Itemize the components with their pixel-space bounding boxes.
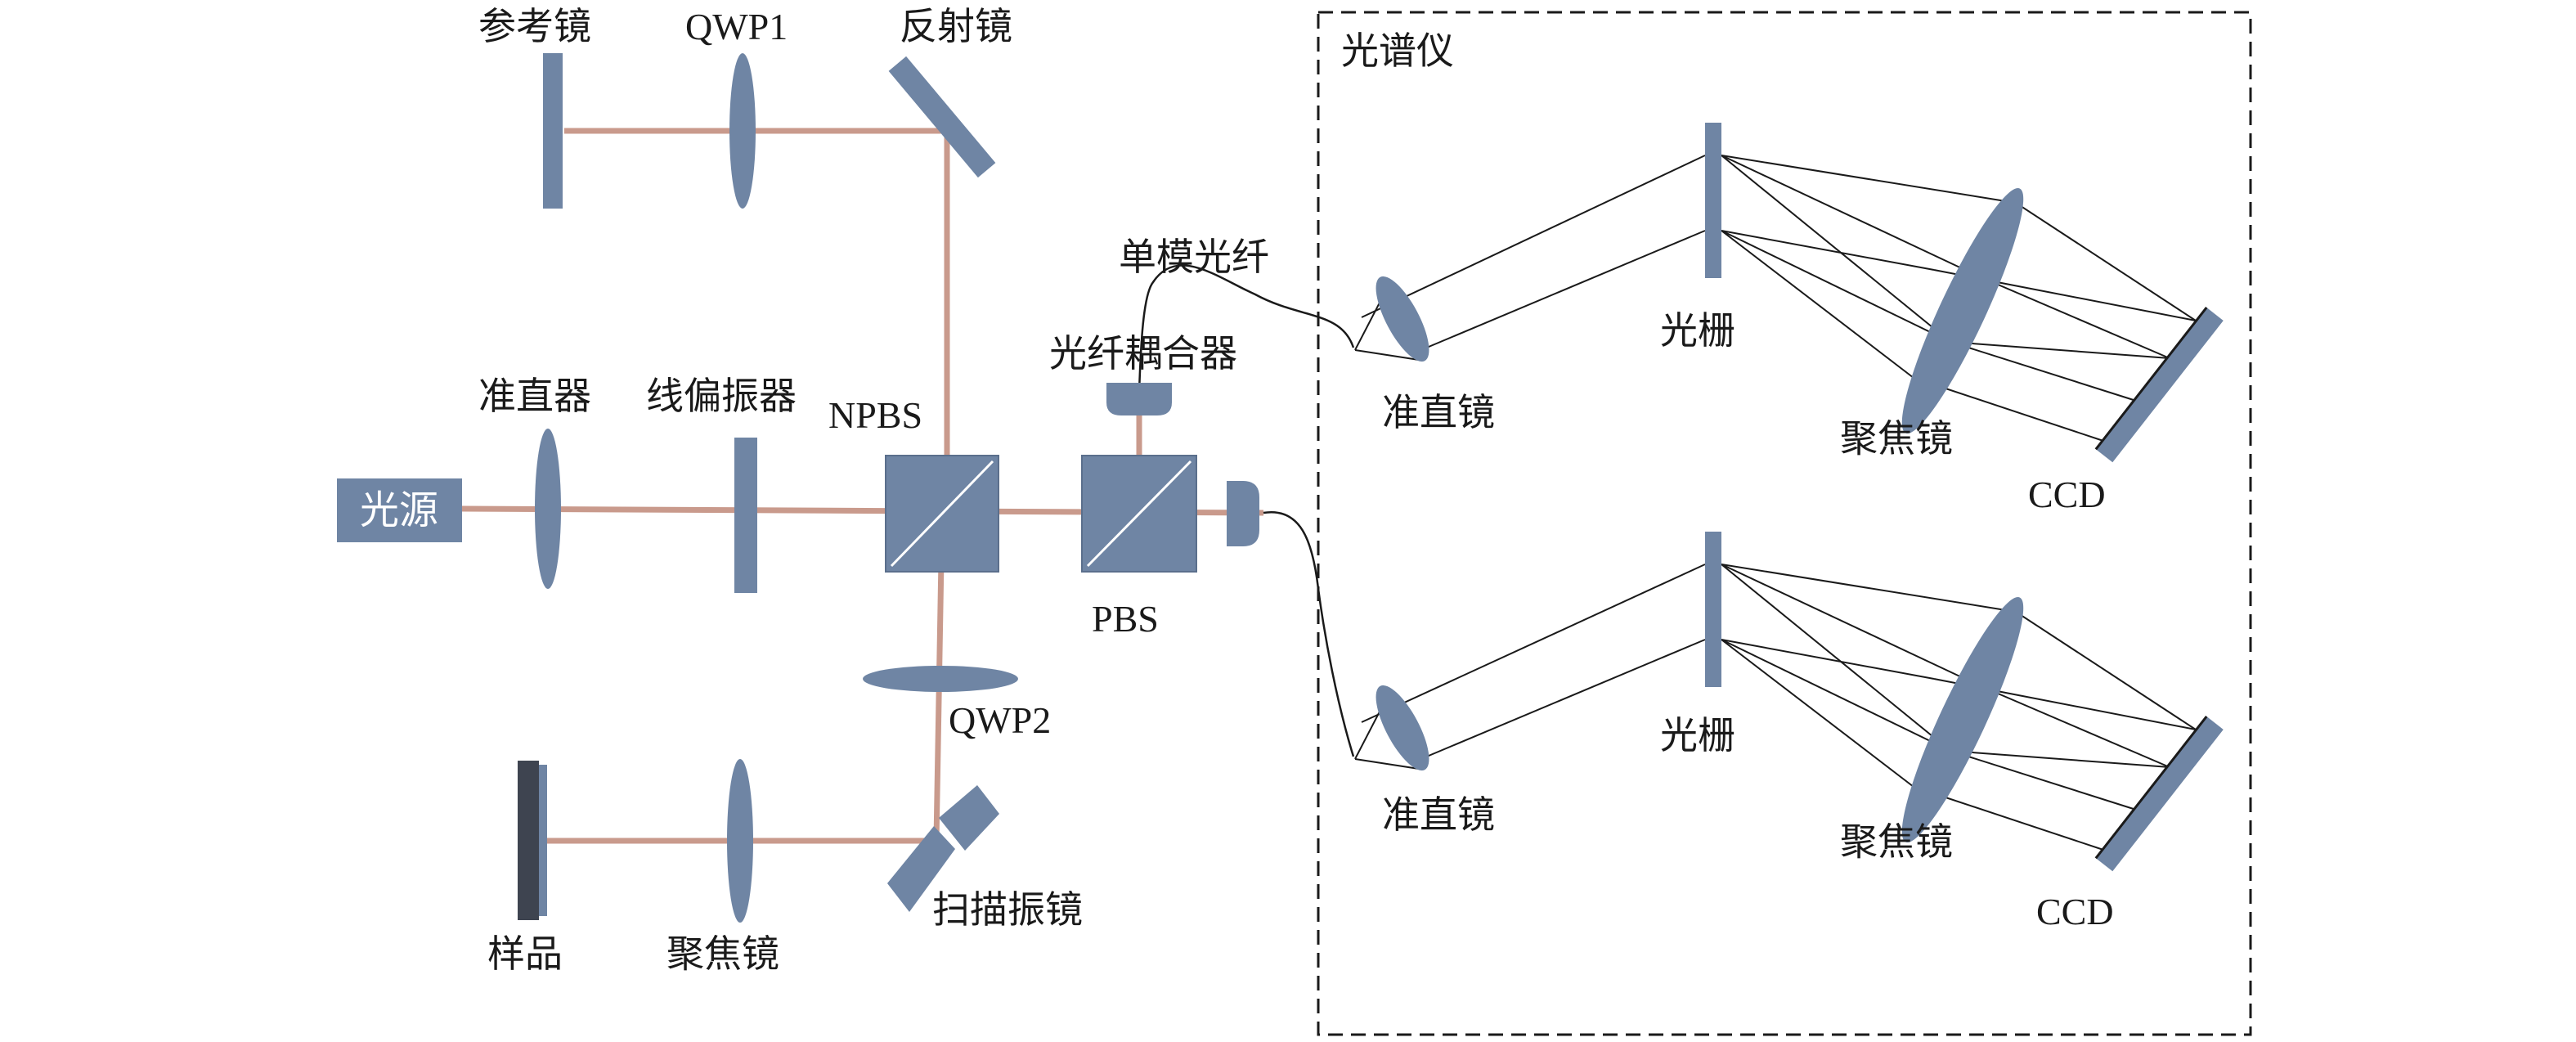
fiber-coupler-top: [1106, 383, 1172, 415]
single-mode-fiber-label: 单模光纤: [1119, 235, 1269, 279]
spec1-focusing-lens-label: 聚焦镜: [1840, 416, 1953, 460]
spec1-collimating-lens: [1376, 276, 1429, 362]
light-source-label: 光源: [360, 487, 438, 533]
qwp1-label: QWP1: [685, 6, 788, 47]
fiber-coupler-label: 光纤耦合器: [1049, 331, 1237, 375]
qwp1-lens: [729, 53, 756, 209]
spec1-grating-label: 光栅: [1660, 308, 1735, 353]
spectrometer-upper: [1354, 123, 2224, 463]
spectrometer-lower: [1354, 532, 2224, 872]
spectrometer-label: 光谱仪: [1341, 29, 1454, 73]
spec2-ccd-label: CCD: [2036, 891, 2114, 932]
pbs-label: PBS: [1092, 598, 1159, 640]
sample-body: [518, 761, 539, 920]
light-source: 光源: [337, 478, 462, 542]
spec2-grating: [1705, 532, 1721, 687]
mirror-label: 反射镜: [900, 4, 1012, 48]
spec2-ccd: [2094, 716, 2224, 872]
spec2-focusing-lens-label: 聚焦镜: [1840, 820, 1953, 864]
sample-focusing-lens: [727, 759, 753, 923]
sample-focusing-lens-label: 聚焦镜: [666, 932, 779, 976]
scanning-galvo-label: 扫描振镜: [932, 887, 1083, 932]
light-source-box: [337, 478, 462, 542]
spec1-ccd: [2094, 307, 2224, 463]
spec1-focusing-lens: [1901, 187, 2024, 434]
reference-mirror-label: 参考镜: [478, 4, 591, 48]
fiber-coupler-right: [1227, 481, 1259, 546]
single-mode-fiber-lower: [1263, 510, 1355, 757]
spec2-collimating-lens-label: 准直镜: [1382, 793, 1495, 837]
spec1-collimating-lens-label: 准直镜: [1382, 390, 1495, 434]
spec2-focusing-lens: [1901, 596, 2024, 843]
spec2-grating-label: 光栅: [1660, 713, 1735, 757]
npbs-cube: [885, 455, 999, 573]
sample: [518, 761, 547, 920]
sample-surface: [539, 765, 547, 916]
linear-polarizer-label: 线偏振器: [646, 374, 797, 418]
collimator-lens: [535, 429, 561, 589]
sample-label: 样品: [487, 932, 563, 976]
spec1-ccd-label: CCD: [2028, 474, 2106, 515]
spectrometer-enclosure: [1317, 11, 2252, 1036]
scanning-galvo-mirror: [887, 785, 999, 912]
qwp2-label: QWP2: [949, 699, 1051, 741]
pbs-cube: [1081, 455, 1197, 573]
spec1-grating: [1705, 123, 1721, 278]
qwp2-lens: [863, 666, 1018, 692]
npbs-label: NPBS: [828, 394, 922, 436]
folding-mirror: [888, 56, 996, 178]
spec2-collimating-lens: [1376, 685, 1429, 771]
collimator-label: 准直器: [478, 374, 591, 418]
labels: 参考镜 QWP1 反射镜 单模光纤 光纤耦合器 准直器 线偏振器 NPBS PB…: [478, 4, 2114, 976]
reference-mirror-plate: [543, 53, 563, 209]
linear-polarizer-plate: [734, 438, 757, 593]
